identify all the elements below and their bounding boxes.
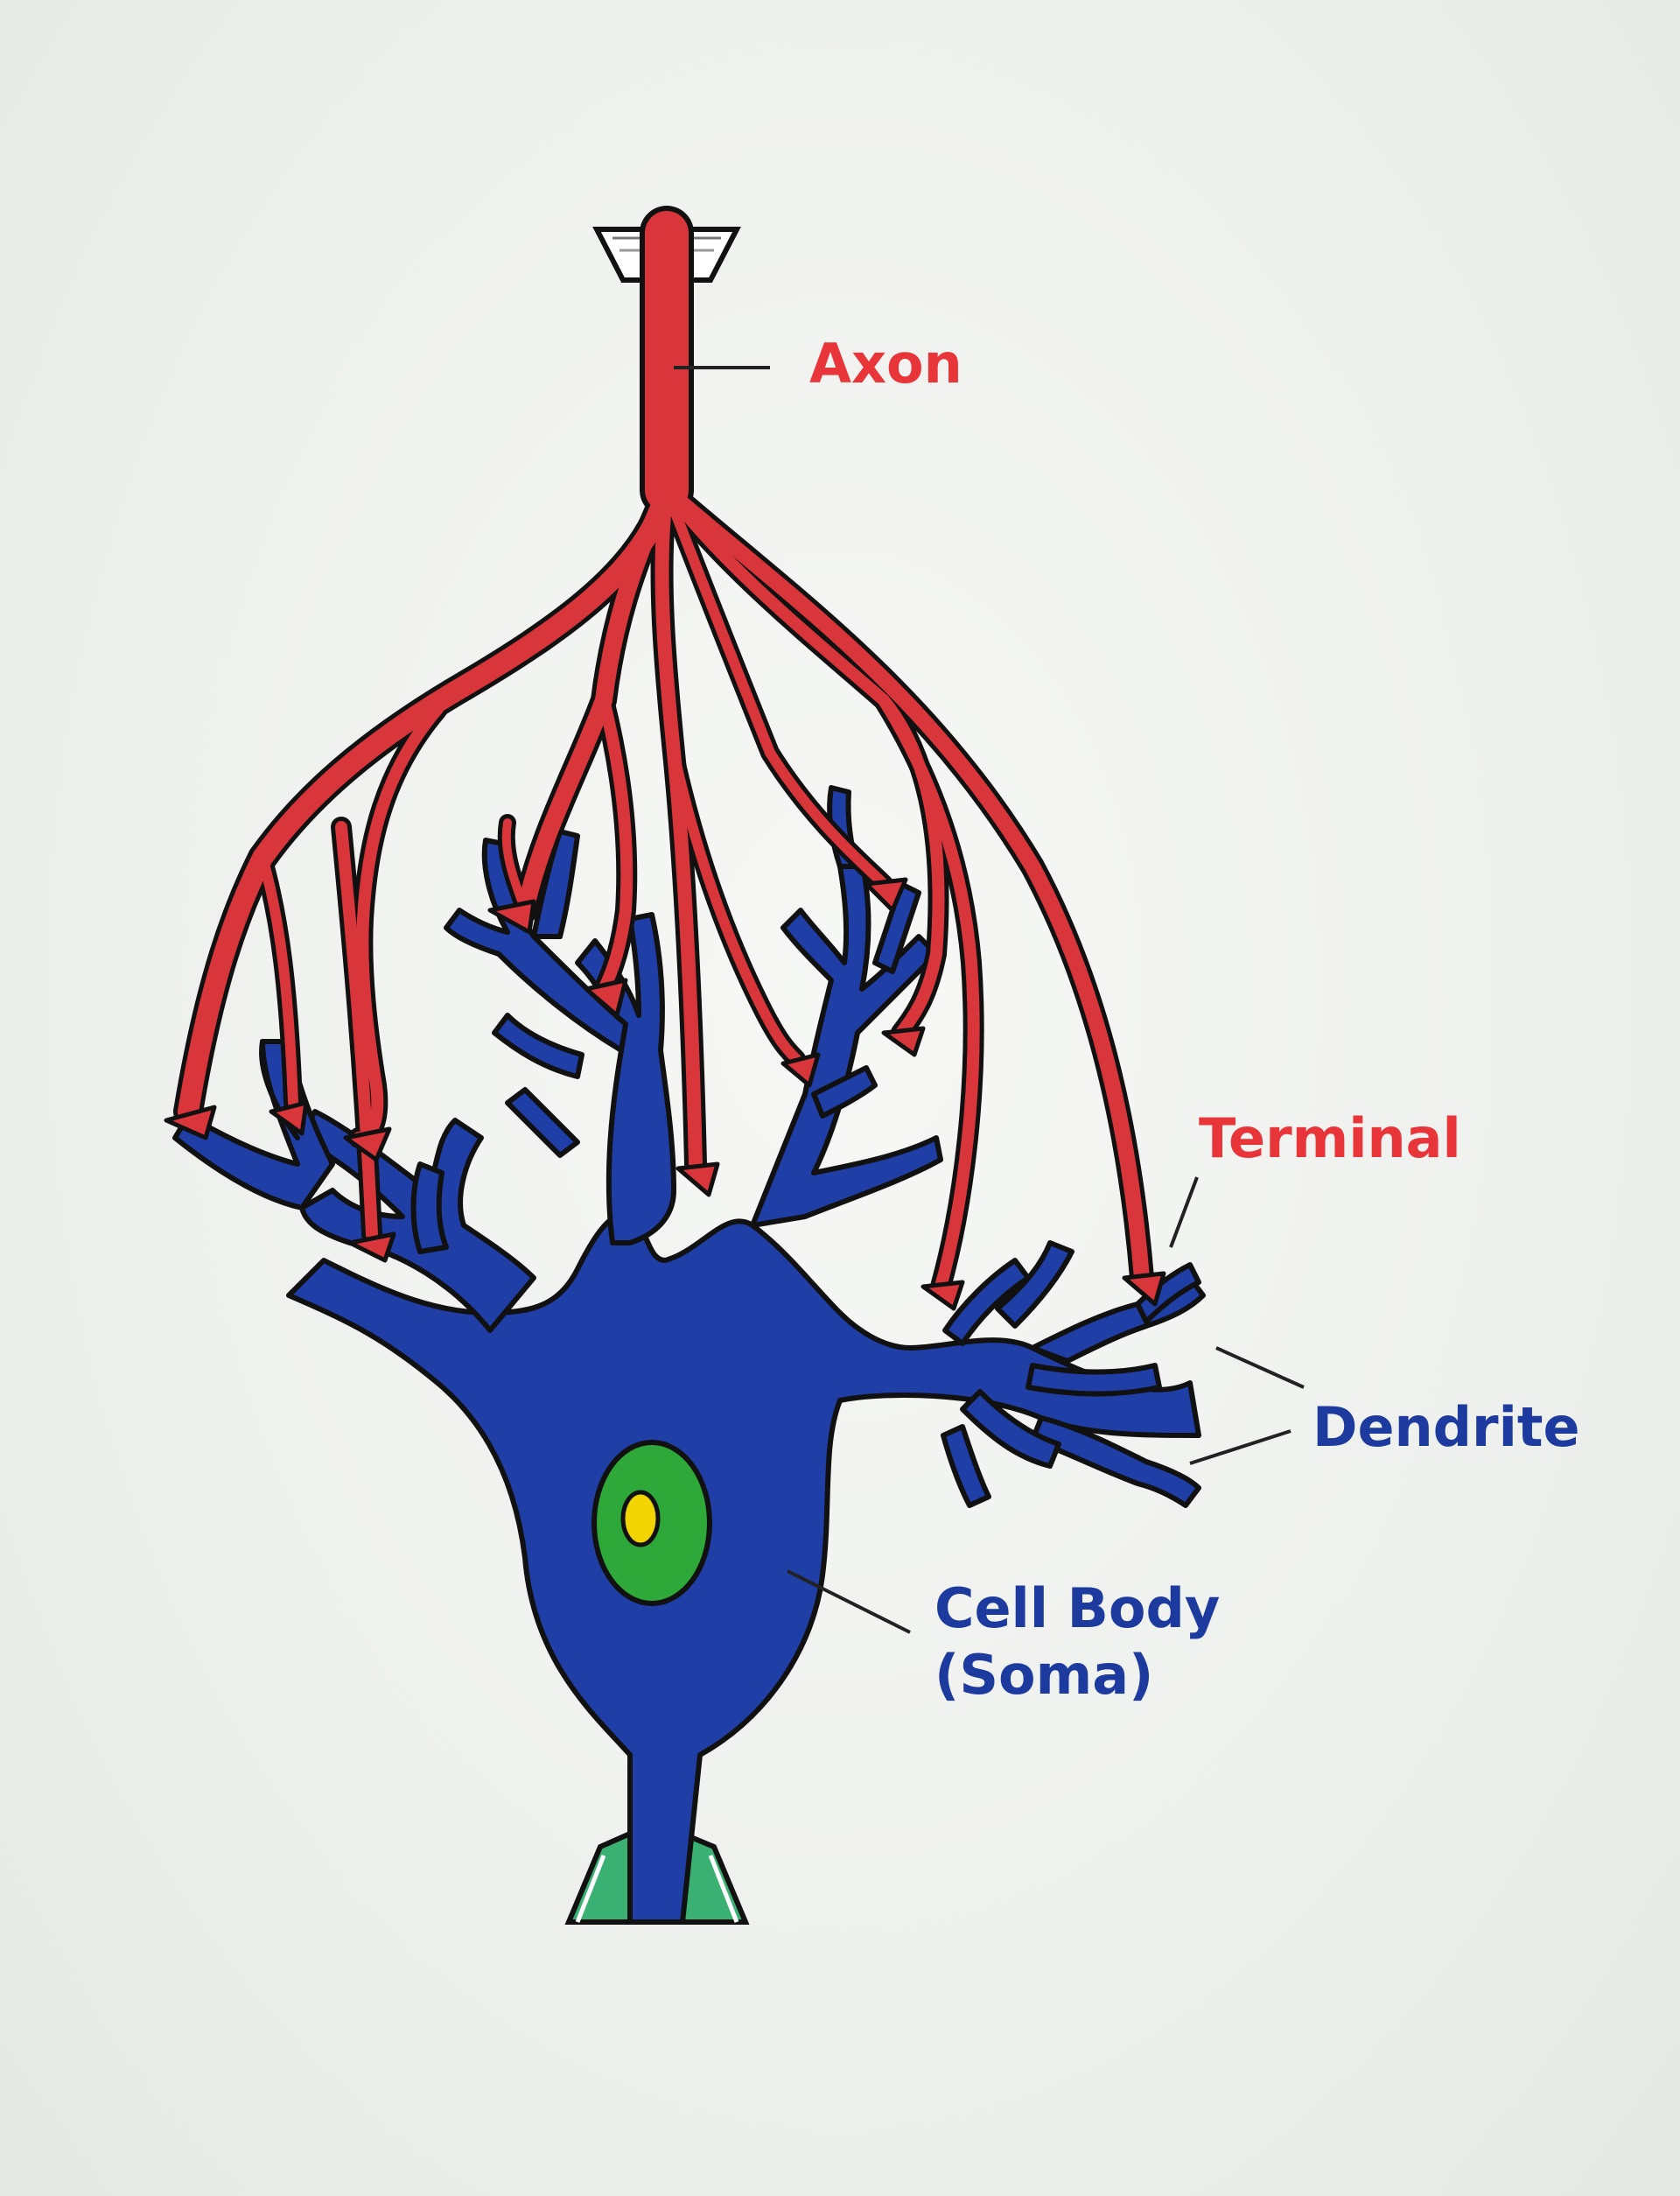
cell-body-label-line1: Cell Body <box>934 1576 1221 1640</box>
soma-shape <box>286 1212 1201 1925</box>
dendrite-leader-upper <box>1215 1346 1305 1389</box>
nucleus <box>592 1440 712 1606</box>
axon-terminals <box>164 877 1166 1311</box>
terminal-leader <box>1169 1176 1199 1248</box>
axon-tree <box>164 206 1166 1311</box>
neuron-cell <box>172 785 1206 1925</box>
cell-body-label: Cell Body (Soma) <box>934 1575 1220 1708</box>
cell-body-label-line2: (Soma) <box>934 1642 1154 1707</box>
leader-lines <box>674 366 1305 1634</box>
axon-label: Axon <box>809 332 962 396</box>
dendrite-leader-lower <box>1189 1429 1292 1465</box>
terminal-label: Terminal <box>1199 1106 1461 1170</box>
nucleolus <box>620 1490 661 1547</box>
dendrite-label: Dendrite <box>1312 1395 1580 1459</box>
cell-body-leader <box>787 1569 911 1634</box>
